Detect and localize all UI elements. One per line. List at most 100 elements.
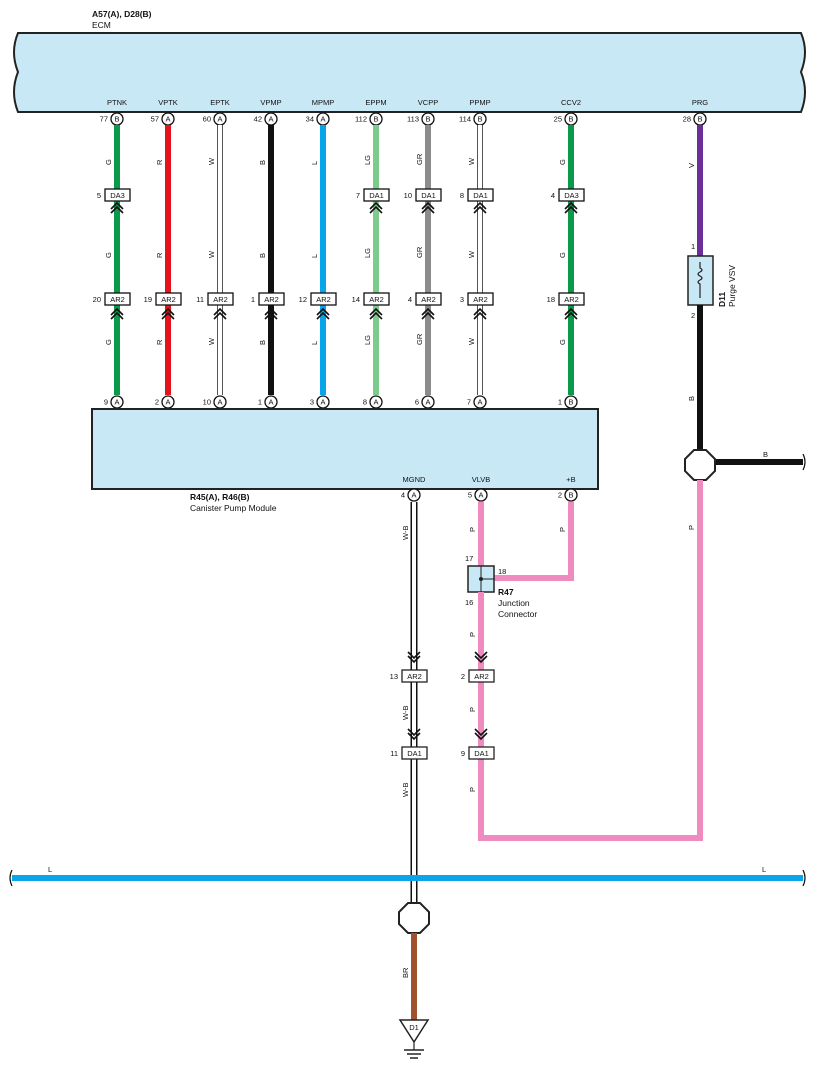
junction-name-1: Junction <box>498 598 530 608</box>
module-out-pin-3-num: 2 <box>558 491 562 500</box>
module-pin-2-num: 2 <box>155 398 159 407</box>
wire-1-mid-conn-num: 20 <box>93 295 101 304</box>
ecm-name: ECM <box>92 20 111 30</box>
canister-pump-module: R45(A), R46(B) Canister Pump Module <box>91 408 599 513</box>
ecm-pin-10-conn: B <box>697 115 702 124</box>
purge-wire-code-p: P <box>687 525 696 530</box>
ecm-pin-5-conn: A <box>320 115 325 124</box>
wire-6-mid-conn-num: 14 <box>352 295 360 304</box>
module-pin-2-conn: A <box>165 398 170 407</box>
wire-1-top-conn-name: DA3 <box>110 191 125 200</box>
purge-ref: D11 <box>717 292 727 307</box>
p-code-plusb: P <box>558 527 567 532</box>
module-ref: R45(A), R46(B) <box>190 492 250 502</box>
module-pin-7-num: 6 <box>415 398 419 407</box>
wire-1-mid-conn-box <box>104 292 131 306</box>
ecm-pin-8-conn: B <box>477 115 482 124</box>
wire-1-code-1: G <box>104 159 113 165</box>
wire-6-code-1: LG <box>363 155 372 165</box>
purge-pin-out: 2 <box>691 311 695 320</box>
module-name: Canister Pump Module <box>190 503 277 513</box>
wire-3-mid-conn-box <box>207 292 234 306</box>
ecm-pin-2-label: VPTK <box>158 98 178 107</box>
ecm-pin-7-label: VCPP <box>418 98 438 107</box>
wire-6-mid-conn-box <box>363 292 390 306</box>
wire-1-top-conn-num: 5 <box>97 191 101 200</box>
ecm-pin-1-conn: B <box>114 115 119 124</box>
wire-2-code-2: R <box>155 252 164 258</box>
wire-5-code-1: L <box>310 161 319 165</box>
module-out-pin-1-conn: A <box>411 491 416 500</box>
ground-name: D1 <box>409 1023 419 1032</box>
ecm-pin-6-conn: B <box>373 115 378 124</box>
wire-6-code-2: LG <box>363 248 372 258</box>
module-pin-6-conn: A <box>373 398 378 407</box>
wire-5-mid-conn-num: 12 <box>299 295 307 304</box>
module-pin-3-num: 10 <box>203 398 211 407</box>
module-out-pin-3-label: +B <box>566 475 575 484</box>
wire-5-code-3: L <box>310 341 319 345</box>
wire-7-top-conn-box <box>415 188 442 202</box>
wire-7-top-conn-name: DA1 <box>421 191 436 200</box>
wire-1-top-conn-box <box>104 188 131 202</box>
p-code-3: P <box>468 707 477 712</box>
wire-1-code-2: G <box>104 252 113 258</box>
wire-4-code-3: B <box>258 340 267 345</box>
module-pin-3-conn: A <box>217 398 222 407</box>
break-mark-icon <box>9 869 13 887</box>
wire-8-mid-conn-num: 3 <box>460 295 464 304</box>
ecm-block: A57(A), D28(B) ECM <box>13 9 806 113</box>
module-body <box>91 408 599 490</box>
module-pin-7-conn: A <box>425 398 430 407</box>
wb-ar2-box <box>401 669 428 683</box>
wire-2-mid-conn-num: 19 <box>144 295 152 304</box>
main-wires: GGGDA35AR220PTNKA9RRRAR219VCA2WWWAR211E2… <box>93 125 585 423</box>
wire-7-mid-conn-num: 4 <box>408 295 412 304</box>
module-pin-6-num: 8 <box>363 398 367 407</box>
wire-9-code-1: G <box>558 159 567 165</box>
ecm-pin-1-num: 77 <box>100 115 108 124</box>
ecm-pin-7-conn: B <box>425 115 430 124</box>
wire-4-mid-conn-name: AR2 <box>264 295 279 304</box>
p-da1-box <box>468 746 495 760</box>
module-pin-8-num: 7 <box>467 398 471 407</box>
purge-wire-code-v: V <box>687 163 696 168</box>
module-pin-5-num: 3 <box>310 398 314 407</box>
wire-7-code-3: GR <box>415 333 424 345</box>
module-out-pin-2-conn: A <box>478 491 483 500</box>
junction-dot-icon <box>479 577 483 581</box>
mgnd-circuit: W-B AR2 13 W-B DA1 11 W-B <box>390 502 428 905</box>
wire-8-top-conn-box <box>467 188 494 202</box>
wire-1-mid-conn-name: AR2 <box>110 295 125 304</box>
l-bus: L L <box>9 865 806 887</box>
wire-8-top-conn-name: DA1 <box>473 191 488 200</box>
module-out-pin-3-conn: B <box>568 491 573 500</box>
purge-name: Purge VSV <box>727 265 737 307</box>
wire-3-code-1: W <box>207 157 216 165</box>
p-da1-num: 9 <box>461 749 465 758</box>
junction-pin-top: 17 <box>465 554 473 563</box>
ecm-pin-4-label: VPMP <box>260 98 281 107</box>
l-code-right: L <box>762 865 766 874</box>
break-mark-icon <box>802 869 806 887</box>
wire-5-code-2: L <box>310 254 319 258</box>
wire-3-mid-conn-name: AR2 <box>213 295 228 304</box>
ecm-body <box>13 32 806 113</box>
module-out-pin-2-label: VLVB <box>472 475 491 484</box>
wire-7-code-1: GR <box>415 153 424 165</box>
wire-7-mid-conn-box <box>415 292 442 306</box>
ecm-pins: PTNKB77VPTKA57EPTKA60VPMPA42MPMPA34EPPMB… <box>100 98 708 126</box>
splice-point-icon <box>398 902 430 934</box>
module-pin-1-num: 9 <box>104 398 108 407</box>
ecm-pin-6-num: 112 <box>355 115 367 124</box>
wire-8-mid-conn-name: AR2 <box>473 295 488 304</box>
wire-8-code-1: W <box>467 157 476 165</box>
vlvb-circuit: P P 17 18 16 R47 Junction Connector P AR… <box>461 502 703 841</box>
wire-9-top-conn-box <box>558 188 585 202</box>
wire-4-mid-conn-box <box>258 292 285 306</box>
wb-ar2-num: 13 <box>390 672 398 681</box>
wire-3-code-3: W <box>207 337 216 345</box>
wire-8-top-conn-num: 8 <box>460 191 464 200</box>
wire-8-code-3: W <box>467 337 476 345</box>
